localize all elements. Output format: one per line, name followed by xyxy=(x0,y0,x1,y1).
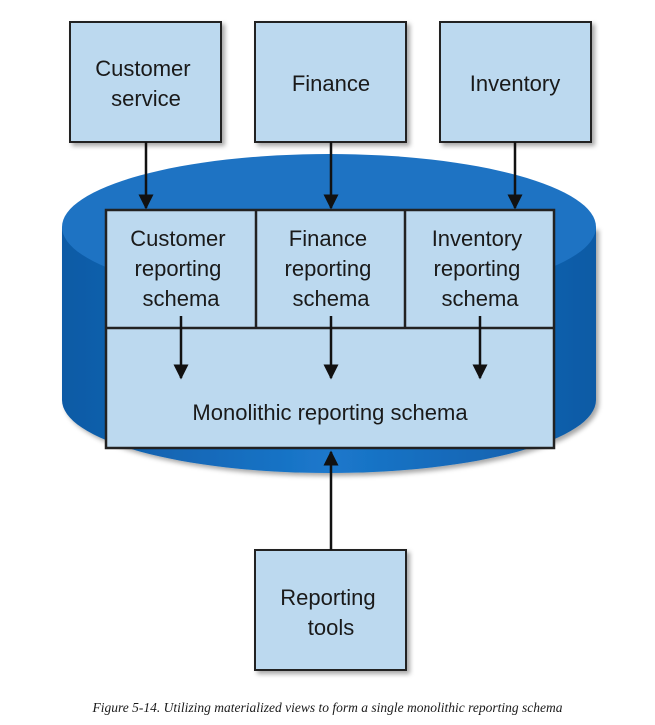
source-arrows xyxy=(138,142,523,210)
monolithic-reporting-schema-label: Monolithic reporting schema xyxy=(192,400,468,425)
svg-text:Customer service: Customer service xyxy=(95,56,196,111)
figure-caption: Figure 5-14. Utilizing materialized view… xyxy=(92,700,563,715)
svg-text:Inventory: Inventory xyxy=(470,71,561,96)
reporting-schema-block: Customer reporting schema Finance report… xyxy=(104,208,556,450)
source-box-inventory: Inventory xyxy=(439,21,592,143)
label: service xyxy=(111,86,181,111)
inventory-reporting-schema: Inventory reporting schema xyxy=(432,226,529,311)
svg-text:Reporting tools: Reporting tools xyxy=(280,585,382,640)
customer-reporting-schema: Customer reporting schema xyxy=(130,226,231,311)
reporting-tools-box: Reporting tools xyxy=(254,549,407,671)
label: Customer xyxy=(95,56,190,81)
label: Reporting xyxy=(280,585,375,610)
label: tools xyxy=(308,615,354,640)
finance-reporting-schema: Finance reporting schema xyxy=(285,226,378,311)
schema-arrows xyxy=(173,316,488,380)
label: Inventory xyxy=(470,71,561,96)
source-box-customer-service: Customer service xyxy=(69,21,222,143)
svg-text:Finance: Finance xyxy=(292,71,370,96)
label: Finance xyxy=(292,71,370,96)
source-box-finance: Finance xyxy=(254,21,407,143)
